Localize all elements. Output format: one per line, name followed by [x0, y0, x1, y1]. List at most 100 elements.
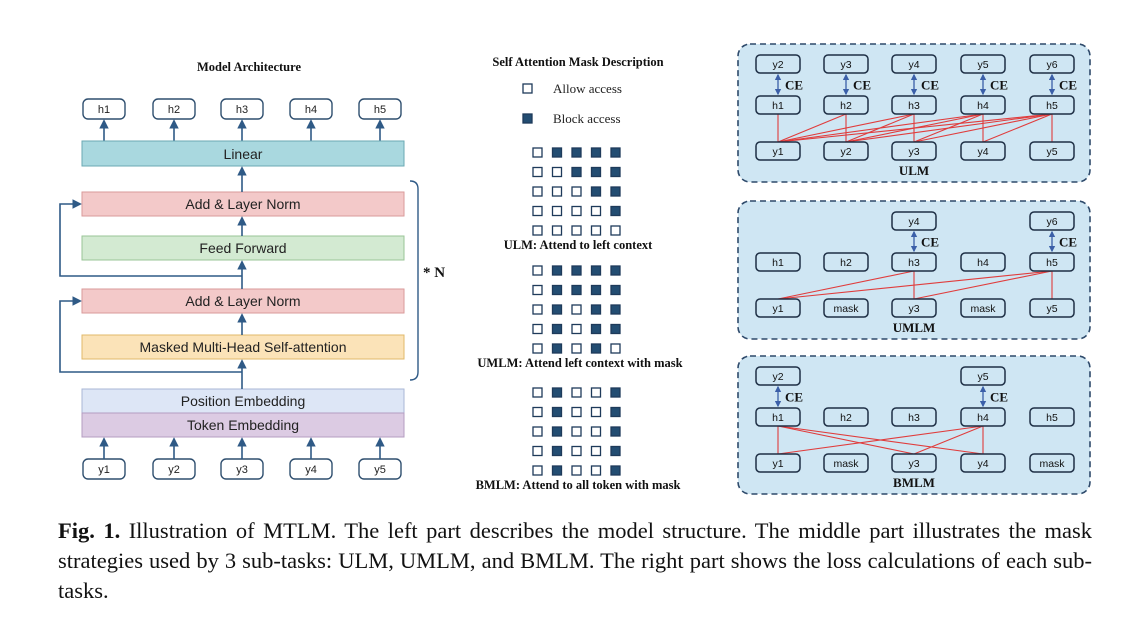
svg-text:h1: h1 [772, 412, 784, 424]
attention-links [777, 425, 984, 455]
mask-cell-allowed [610, 225, 621, 236]
output-token-h1: h1 [82, 98, 126, 141]
input-node-y2: y2 [823, 141, 869, 161]
hidden-node-h1: h1 [755, 252, 801, 272]
feed-forward-layer [81, 235, 405, 261]
mask-cell-allowed [532, 205, 543, 217]
mask-cell-allowed [571, 387, 582, 398]
mask-cell-allowed [571, 304, 582, 315]
mask-cell-blocked [551, 465, 563, 476]
attention-link [845, 113, 1053, 143]
linear-label: Linear [224, 146, 263, 162]
input-node-y4: y4 [960, 141, 1006, 161]
input-node-mask: mask [823, 298, 869, 318]
input-node-y1: y1 [755, 453, 801, 473]
umlm-mask-caption: UMLM: Attend left context with mask [477, 356, 682, 370]
add-norm-top-label: Add & Layer Norm [185, 196, 300, 212]
target-node-y4: y4 [891, 211, 937, 231]
svg-text:y3: y3 [908, 146, 919, 158]
hidden-node-h1: h1 [755, 407, 801, 427]
mask-cell-blocked [610, 284, 621, 296]
mask-cell-blocked [610, 205, 621, 217]
feed-forward-label: Feed Forward [199, 240, 286, 256]
hidden-node-h4: h4 [960, 95, 1006, 115]
mask-cell-blocked [590, 343, 602, 354]
mask-cell-allowed [571, 426, 582, 437]
mask-cell-blocked [551, 387, 563, 398]
ce-label: CE [921, 78, 939, 93]
ulm-mask-caption: ULM: Attend to left context [504, 238, 653, 252]
hidden-node-h3: h3 [891, 95, 937, 115]
attention-link [982, 113, 1053, 143]
hidden-node-h2: h2 [823, 252, 869, 272]
token-embedding-layer [81, 412, 405, 438]
input-token-label: y2 [168, 464, 180, 476]
svg-text:mask: mask [970, 303, 996, 315]
output-token-label: h2 [168, 104, 180, 116]
svg-text:h3: h3 [908, 412, 920, 424]
mask-cell-allowed [532, 465, 543, 476]
masked-attention-label: Masked Multi-Head Self-attention [140, 339, 347, 355]
svg-text:h1: h1 [772, 100, 784, 112]
caption-label: Fig. 1. [58, 518, 121, 543]
mask-cell-allowed [532, 445, 543, 457]
mask-cell-blocked [610, 426, 621, 437]
output-token-h5: h5 [358, 98, 402, 141]
input-token-y2: y2 [152, 437, 196, 480]
svg-text:y5: y5 [977, 59, 988, 71]
mask-cell-allowed [590, 205, 602, 217]
mask-cell-blocked [610, 166, 621, 178]
block-legend-label: Block access [553, 111, 621, 126]
attention-link [777, 425, 984, 455]
ce-label: CE [990, 78, 1008, 93]
hidden-node-h2: h2 [823, 95, 869, 115]
target-node-y5: y5 [960, 54, 1006, 74]
mask-cell-blocked [610, 406, 621, 418]
mask-cell-blocked [590, 265, 602, 276]
mask-cell-allowed [532, 166, 543, 178]
attention-links [777, 113, 1053, 143]
mask-cell-blocked [610, 387, 621, 398]
input-token-y1: y1 [82, 437, 126, 480]
svg-text:y5: y5 [1046, 146, 1057, 158]
attention-link [777, 113, 1053, 143]
mask-cell-allowed [532, 304, 543, 315]
output-token-label: h4 [305, 104, 317, 116]
svg-text:y3: y3 [908, 458, 919, 470]
output-token-h4: h4 [289, 98, 333, 141]
allow-legend-swatch [522, 83, 533, 94]
input-token-y4: y4 [289, 437, 333, 480]
hidden-node-h3: h3 [891, 252, 937, 272]
mask-cell-blocked [571, 147, 582, 158]
input-token-label: y4 [305, 464, 317, 476]
svg-text:y2: y2 [772, 59, 783, 71]
svg-text:y5: y5 [1046, 303, 1057, 315]
svg-text:y4: y4 [977, 458, 988, 470]
mask-grid-3 [532, 387, 621, 476]
output-token-h3: h3 [220, 98, 264, 141]
figure-caption: Fig. 1. Illustration of MTLM. The left p… [58, 516, 1092, 606]
input-node-mask: mask [1029, 453, 1075, 473]
ce-label: CE [853, 78, 871, 93]
target-node-y6: y6 [1029, 54, 1075, 74]
svg-text:h5: h5 [1046, 100, 1058, 112]
attention-link [777, 270, 1053, 300]
svg-text:h5: h5 [1046, 257, 1058, 269]
token-embedding-label: Token Embedding [187, 417, 299, 433]
svg-text:h3: h3 [908, 257, 920, 269]
caption-text: Illustration of MTLM. The left part desc… [58, 518, 1093, 603]
target-node-y6: y6 [1029, 211, 1075, 231]
ce-label: CE [921, 235, 939, 250]
mask-cell-blocked [590, 147, 602, 158]
mask-cell-blocked [551, 284, 563, 296]
mask-cell-allowed [571, 205, 582, 217]
mask-cell-blocked [551, 323, 563, 335]
hidden-node-h4: h4 [960, 407, 1006, 427]
mask-cell-allowed [571, 406, 582, 418]
output-tokens: h1 h2 h3 h4 h5 [82, 98, 402, 141]
